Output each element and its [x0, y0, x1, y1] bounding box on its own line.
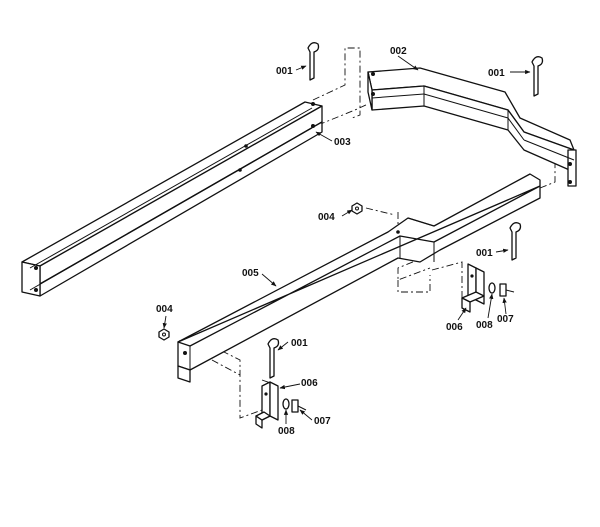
- leader-lines: [162, 55, 531, 424]
- pin-001-top-right: [531, 56, 544, 97]
- nut-004-lower: [158, 328, 170, 341]
- bracket-006-bottom: [255, 381, 279, 429]
- washer-008-right: [488, 282, 496, 294]
- callout-side-rail: 003: [334, 137, 351, 148]
- callout-washer-right: 008: [476, 320, 493, 331]
- callout-pin-bottom: 001: [291, 338, 308, 349]
- pin-001-bottom: [267, 338, 280, 379]
- bolt-007-right: [499, 283, 515, 297]
- callout-bracket-right: 006: [446, 322, 463, 333]
- pin-001-mid-right: [509, 222, 522, 261]
- callout-front-frame: 005: [242, 268, 259, 279]
- side-rail-003: [21, 101, 323, 297]
- callout-pin-top-left: 001: [276, 66, 293, 77]
- bracket-006-right: [461, 263, 485, 313]
- rear-frame-002: [367, 67, 577, 187]
- callout-nut-lower: 004: [156, 304, 173, 315]
- callout-pin-top-right: 001: [488, 68, 505, 79]
- callout-bolt-bottom: 007: [314, 416, 331, 427]
- callout-labels: 001 001 001 001 002 003 004 004 005 006 …: [156, 46, 514, 437]
- callout-nut-upper: 004: [318, 212, 335, 223]
- callout-bolt-right: 007: [497, 314, 514, 325]
- pin-001-top-left: [307, 42, 320, 81]
- callout-pin-mid-right: 001: [476, 248, 493, 259]
- front-frame-005: [177, 173, 541, 383]
- callout-bracket-bottom: 006: [301, 378, 318, 389]
- callout-rear-frame: 002: [390, 46, 407, 57]
- washer-008-bottom: [282, 398, 290, 410]
- nut-004-upper: [351, 202, 363, 215]
- bolt-007-bottom: [291, 399, 307, 413]
- callout-washer-bottom: 008: [278, 426, 295, 437]
